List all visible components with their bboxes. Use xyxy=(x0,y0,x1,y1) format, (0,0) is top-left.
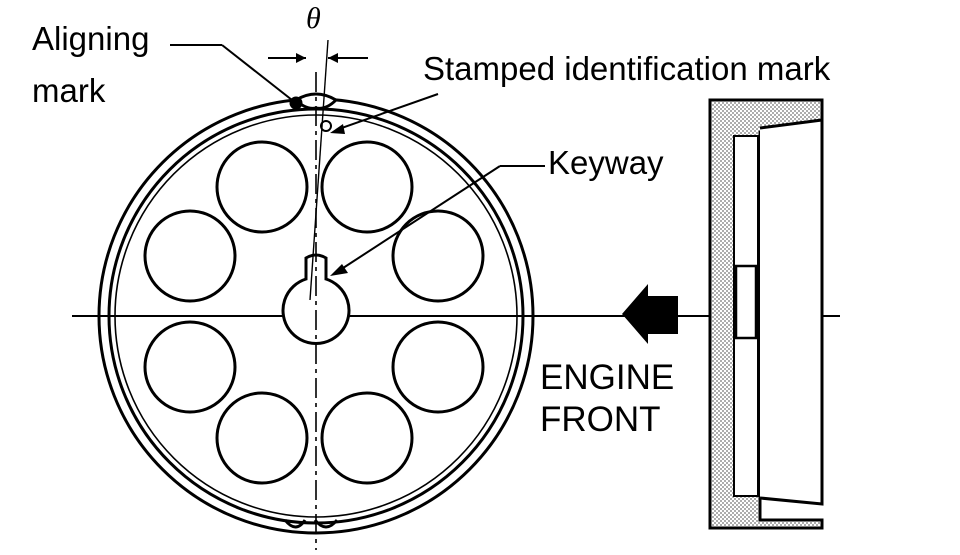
center-line-vertical xyxy=(309,39,329,550)
hub-bore xyxy=(734,264,758,340)
lightening-hole xyxy=(320,391,414,485)
aligning-mark-label-line2: mark xyxy=(32,72,106,109)
lightening-hole xyxy=(320,140,414,234)
pulley-side-section xyxy=(708,98,824,530)
keyway-label: Keyway xyxy=(548,144,664,181)
stamped-identification-mark-label: Stamped identification mark xyxy=(423,50,831,87)
lightening-hole xyxy=(143,320,237,414)
rim-profile xyxy=(759,118,824,506)
aligning-mark-label: Aligning xyxy=(32,20,150,57)
lightening-hole xyxy=(215,140,309,234)
aligning-mark-leader xyxy=(170,44,303,110)
bottom-notch xyxy=(283,519,339,529)
top-notch xyxy=(294,92,339,110)
lightening-hole xyxy=(391,320,485,414)
keyway-hub xyxy=(281,253,351,345)
stamped-mark-leader xyxy=(320,93,439,134)
lightening-hole xyxy=(215,391,309,485)
engine-front-label: ENGINE xyxy=(540,358,675,397)
theta-dimension xyxy=(268,53,368,63)
theta-label: θ xyxy=(306,2,321,35)
keyway-leader xyxy=(330,165,545,276)
lightening-hole xyxy=(143,209,237,303)
engine-front-arrow xyxy=(622,284,678,344)
engine-front-label-line2: FRONT xyxy=(540,400,661,439)
lightening-hole xyxy=(391,209,485,303)
